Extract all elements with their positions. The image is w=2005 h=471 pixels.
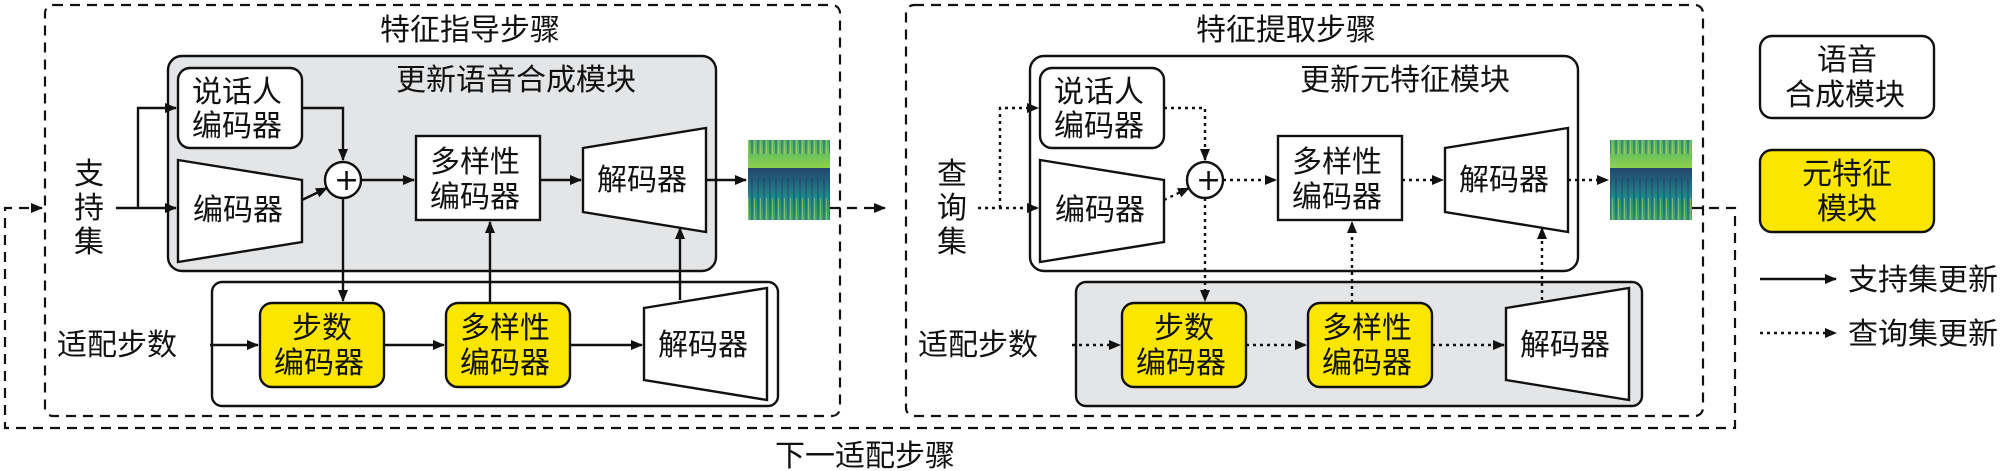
left-step-encoder-line1: 步数: [292, 311, 352, 346]
left-meta-diversity-line1: 多样性: [460, 311, 550, 346]
legend-meta-box: [1758, 148, 1936, 234]
svg-text:支: 支: [74, 157, 104, 192]
feedback-loop: [3, 203, 1737, 430]
legend-meta-line2: 模块: [1817, 192, 1877, 227]
right-input-label: 查 询 集: [937, 157, 967, 260]
svg-text:查: 查: [937, 157, 967, 192]
right-diversity-line1: 多样性: [1292, 145, 1382, 180]
left-diversity-line2: 编码器: [430, 180, 520, 215]
left-encoder: [176, 158, 304, 264]
left-meta-diversity-line2: 编码器: [460, 346, 550, 381]
left-stage-title: 特征指导步骤: [380, 13, 560, 48]
svg-text:持: 持: [74, 191, 104, 226]
left-encoder-label: 编码器: [193, 193, 283, 228]
left-diversity-line1: 多样性: [430, 145, 520, 180]
left-diversity-encoder: [414, 134, 542, 222]
svg-text:集: 集: [937, 225, 967, 260]
left-speaker-encoder-line2: 编码器: [192, 109, 282, 144]
right-step-encoder-line1: 步数: [1154, 311, 1214, 346]
left-decoder-label: 解码器: [597, 163, 687, 198]
left-adapt-steps-label: 适配步数: [57, 328, 177, 363]
right-encoder: [1038, 158, 1166, 264]
legend-query-label: 查询集更新: [1848, 317, 1998, 352]
left-module-title: 更新语音合成模块: [396, 63, 636, 98]
right-speaker-encoder-line1: 说话人: [1054, 75, 1144, 110]
footer-label: 下一适配步骤: [775, 439, 955, 471]
right-step-encoder-line2: 编码器: [1136, 346, 1226, 381]
right-diversity-line2: 编码器: [1292, 180, 1382, 215]
left-meta-decoder: [642, 286, 769, 402]
svg-text:询: 询: [937, 191, 967, 226]
left-meta-decoder-label: 解码器: [658, 328, 748, 363]
left-input-label: 支 持 集: [74, 157, 104, 260]
left-decoder: [581, 126, 708, 234]
right-stage-title: 特征提取步骤: [1196, 13, 1376, 48]
right-meta-diversity-line1: 多样性: [1322, 311, 1412, 346]
legend-tts-line2: 合成模块: [1785, 78, 1905, 113]
right-diversity-encoder: [1276, 134, 1404, 222]
left-spectrogram-image: [748, 140, 830, 220]
right-plus-label: +: [1196, 163, 1221, 198]
right-meta-decoder-label: 解码器: [1520, 328, 1610, 363]
right-meta-diversity-line2: 编码器: [1322, 346, 1412, 381]
right-encoder-label: 编码器: [1055, 193, 1145, 228]
svg-text:集: 集: [74, 225, 104, 260]
legend-tts-box: [1758, 34, 1936, 120]
right-speaker-encoder-line2: 编码器: [1054, 109, 1144, 144]
left-plus-label: +: [334, 163, 359, 198]
left-stage-frame: [43, 3, 842, 418]
legend: 语音 合成模块 元特征 模块 支持集更新 查询集更新: [1758, 34, 1998, 352]
right-decoder: [1443, 126, 1570, 234]
legend-tts-line1: 语音: [1817, 43, 1877, 78]
right-adapt-steps-label: 适配步数: [918, 328, 1038, 363]
right-stage-frame: [904, 3, 1705, 418]
right-meta-decoder: [1504, 286, 1631, 402]
legend-support-label: 支持集更新: [1848, 263, 1998, 298]
legend-meta-line1: 元特征: [1802, 157, 1892, 192]
left-speaker-encoder-line1: 说话人: [192, 75, 282, 110]
right-spectrogram-image: [1610, 140, 1692, 220]
left-step-encoder-line2: 编码器: [274, 346, 364, 381]
right-connectors: [978, 103, 1609, 350]
left-connectors: [116, 103, 747, 350]
right-decoder-label: 解码器: [1459, 163, 1549, 198]
right-module-title: 更新元特征模块: [1300, 63, 1510, 98]
